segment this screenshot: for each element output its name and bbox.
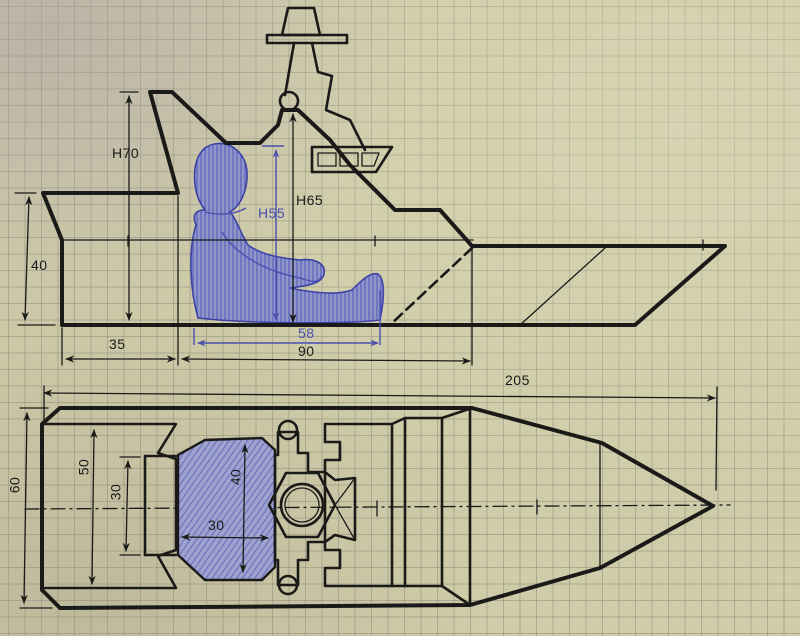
side-view [14, 6, 727, 366]
label-h55: H55 [258, 205, 286, 221]
hull-outline [41, 90, 727, 327]
label-h70: H70 [112, 145, 140, 161]
label-length-35: 35 [109, 336, 126, 352]
label-length-90: 90 [298, 343, 315, 359]
engine-block [176, 436, 277, 582]
label-length-58: 58 [298, 325, 315, 341]
seated-figure [190, 142, 385, 324]
label-width-30: 30 [107, 483, 124, 501]
top-hull-outline [40, 406, 715, 610]
label-length-205: 205 [505, 372, 530, 388]
mast [265, 6, 367, 152]
label-width-50: 50 [75, 458, 92, 476]
bridge-windows [310, 145, 394, 174]
label-engine-40: 40 [227, 468, 244, 486]
top-view [19, 385, 731, 610]
label-height-40: 40 [31, 257, 48, 273]
label-width-60: 60 [6, 476, 23, 494]
label-engine-30: 30 [208, 517, 225, 533]
label-h65: H65 [296, 192, 324, 208]
